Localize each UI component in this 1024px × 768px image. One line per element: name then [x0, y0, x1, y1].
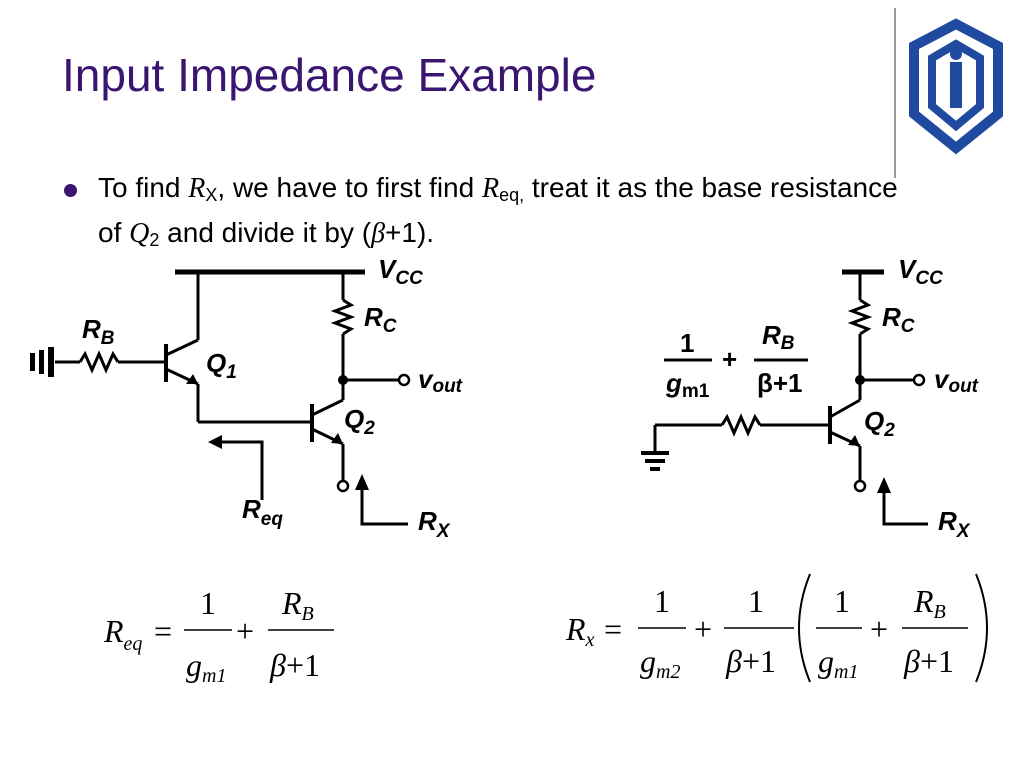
vcc-label: VCC [378, 254, 423, 289]
frac2-numerator: RB [762, 320, 795, 354]
eq-left-plus: + [236, 613, 254, 649]
vout-label: vout [934, 364, 979, 397]
eq-right-f3-den: gm1 [818, 643, 858, 683]
eq-left-equals: = [154, 613, 172, 649]
vout-label: vout [418, 364, 463, 397]
vcc-label: VCC [898, 254, 943, 289]
right-circuit-diagram: 1 gm1 + RB β+1 VCC RC Q2 vout RX [641, 254, 979, 542]
eq-left-f1-den: gm1 [186, 647, 226, 687]
eq-right-equals: = [604, 611, 622, 647]
q1-label: Q1 [206, 348, 237, 383]
rx-label: RX [938, 506, 971, 542]
eq-right-plus1: + [694, 611, 712, 647]
bullet-text: To find RX, we have to first find Req, t… [98, 172, 898, 250]
eq-right-f1-den: gm2 [640, 643, 680, 683]
equation-rx: Rx = 1 gm2 + 1 β+1 1 gm1 + RB β+1 [565, 573, 988, 683]
eq-right-f3-num: 1 [834, 583, 850, 619]
rb-label: RB [82, 314, 115, 349]
equation-req: Req = 1 gm1 + RB β+1 [103, 585, 334, 687]
eq-left-lhs: Req [103, 613, 142, 655]
q2-label: Q2 [344, 404, 375, 439]
slide-title: Input Impedance Example [62, 49, 597, 101]
eq-left-f1-num: 1 [200, 585, 216, 621]
left-circuit-diagram: VCC RB RC Q1 Q2 vout Req RX [30, 254, 463, 542]
eq-left-f2-num: RB [281, 585, 314, 625]
eq-right-f4-den: β+1 [903, 643, 954, 679]
frac1-denominator: gm1 [665, 368, 710, 402]
eq-right-f4-num: RB [913, 583, 946, 623]
q2-label: Q2 [864, 406, 895, 441]
eq-right-plus2: + [870, 611, 888, 647]
req-label: Req [242, 494, 283, 530]
eq-right-lhs: Rx [565, 611, 595, 651]
eq-left-f2-den: β+1 [269, 647, 320, 683]
rc-label: RC [882, 302, 915, 337]
rc-label: RC [364, 302, 397, 337]
eq-right-f1-num: 1 [654, 583, 670, 619]
eq-right-f2-num: 1 [748, 583, 764, 619]
eq-right-f2-den: β+1 [725, 643, 776, 679]
frac2-denominator: β+1 [757, 368, 803, 398]
frac-plus-sign: + [722, 344, 737, 374]
bullet-point [64, 184, 77, 197]
rx-label: RX [418, 506, 451, 542]
frac1-numerator: 1 [680, 328, 694, 358]
university-logo-icon [909, 18, 1003, 155]
header-divider [894, 8, 896, 178]
